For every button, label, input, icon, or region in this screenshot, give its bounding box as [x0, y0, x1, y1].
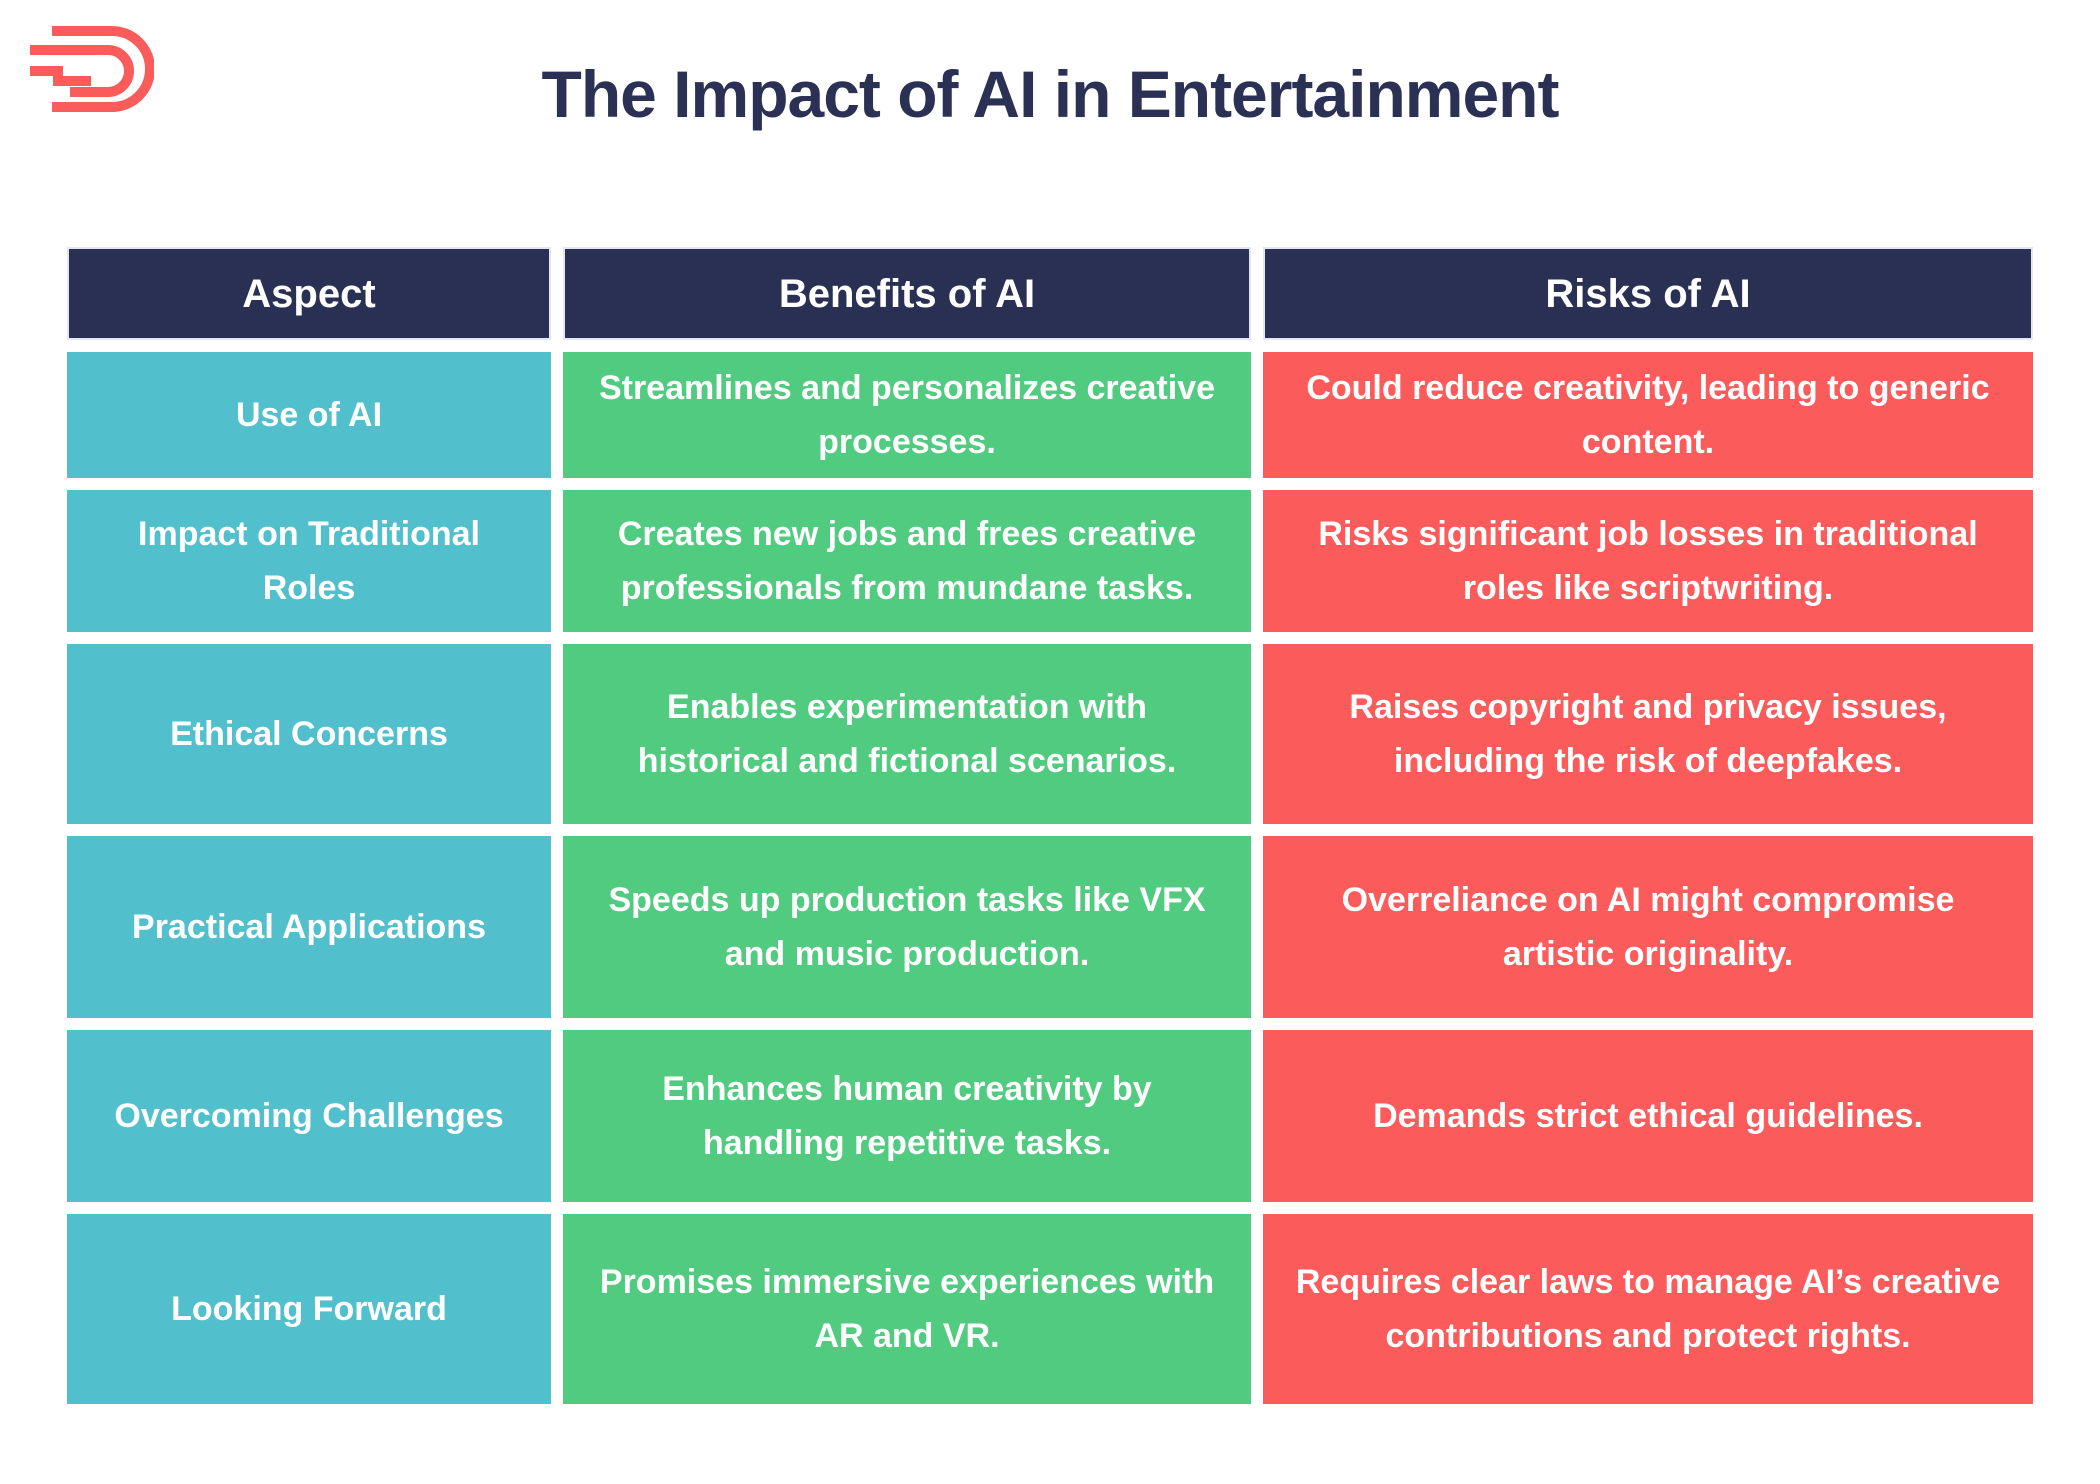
aspect-cell-use-of-ai: Use of AI [67, 352, 551, 478]
risk-cell-use-of-ai: Could reduce creativity, leading to gene… [1263, 352, 2033, 478]
d-spiral-logo-icon [30, 26, 154, 112]
risk-cell-overcoming-challenges: Demands strict ethical guidelines. [1263, 1030, 2033, 1202]
risk-cell-ethical-concerns: Raises copyright and privacy issues, inc… [1263, 644, 2033, 824]
column-header-aspect: Aspect [67, 247, 551, 340]
column-header-risks: Risks of AI [1263, 247, 2033, 340]
aspect-cell-ethical-concerns: Ethical Concerns [67, 644, 551, 824]
benefit-cell-ethical-concerns: Enables experimentation with historical … [563, 644, 1251, 824]
benefit-cell-practical-applications: Speeds up production tasks like VFX and … [563, 836, 1251, 1018]
risk-cell-traditional-roles: Risks significant job losses in traditio… [1263, 490, 2033, 632]
benefit-cell-use-of-ai: Streamlines and personalizes creative pr… [563, 352, 1251, 478]
page-title: The Impact of AI in Entertainment [541, 57, 1560, 131]
benefit-cell-looking-forward: Promises immersive experiences with AR a… [563, 1214, 1251, 1404]
benefit-cell-traditional-roles: Creates new jobs and frees creative prof… [563, 490, 1251, 632]
benefit-cell-overcoming-challenges: Enhances human creativity by handling re… [563, 1030, 1251, 1202]
risk-cell-looking-forward: Requires clear laws to manage AI’s creat… [1263, 1214, 2033, 1404]
aspect-cell-overcoming-challenges: Overcoming Challenges [67, 1030, 551, 1202]
aspect-cell-traditional-roles: Impact on Traditional Roles [67, 490, 551, 632]
comparison-table: Aspect Benefits of AI Risks of AI Use of… [67, 247, 2033, 1404]
aspect-cell-looking-forward: Looking Forward [67, 1214, 551, 1404]
column-header-benefits: Benefits of AI [563, 247, 1251, 340]
risk-cell-practical-applications: Overreliance on AI might compromise arti… [1263, 836, 2033, 1018]
aspect-cell-practical-applications: Practical Applications [67, 836, 551, 1018]
